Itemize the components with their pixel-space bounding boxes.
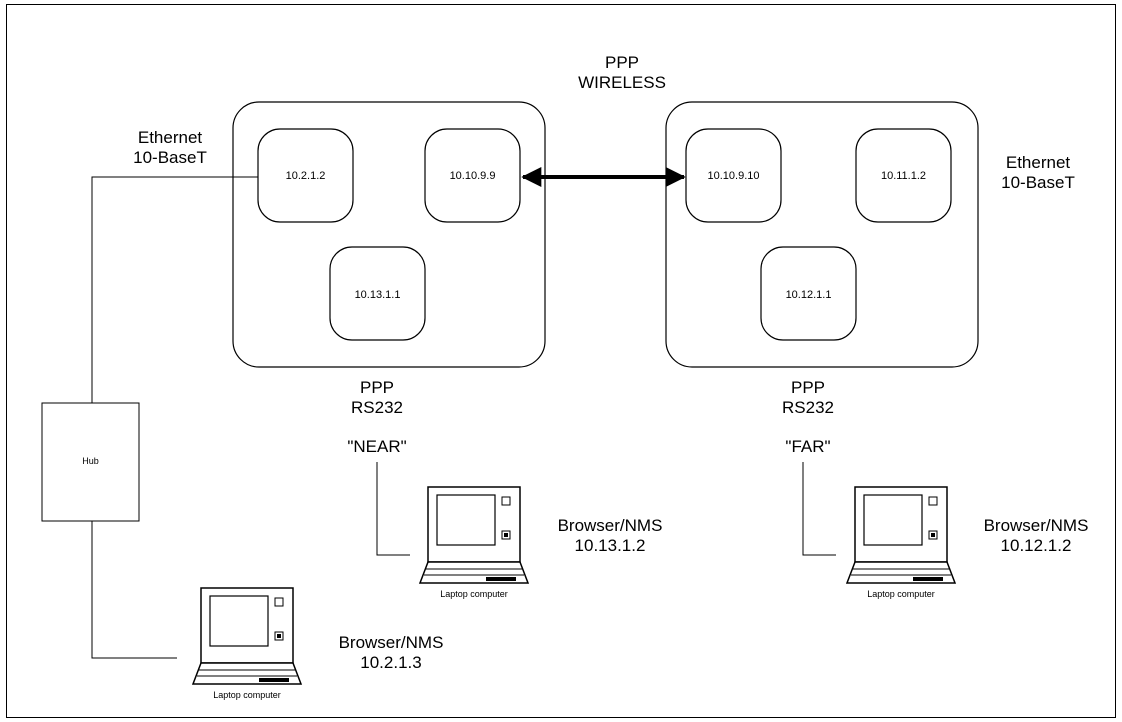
far-serial-label-line1: PPP: [790, 378, 826, 397]
laptop-caption-far: Laptop computer: [867, 589, 935, 599]
laptop-near-info: Browser/NMS 10.13.1.2: [550, 516, 670, 557]
far-serial-ip: 10.12.1.1: [785, 289, 832, 301]
ethernet-label-near: Ethernet 10-BaseT: [120, 128, 220, 169]
ethernet-label-far-line1: Ethernet: [1005, 153, 1071, 172]
laptop-hub-info: Browser/NMS 10.2.1.3: [331, 633, 451, 674]
near-serial-label-line2: RS232: [351, 398, 403, 418]
laptop-icon: [418, 486, 530, 584]
near-wireless-ip: 10.10.9.9: [449, 170, 496, 182]
far-serial-label: PPP RS232: [758, 378, 858, 419]
ethernet-label-near-line1: Ethernet: [137, 128, 203, 147]
ethernet-label-far-line2: 10-BaseT: [1001, 173, 1075, 193]
diagram-border: [6, 4, 1116, 718]
near-serial-label: PPP RS232: [327, 378, 427, 419]
far-eth-ip: 10.11.1.2: [880, 170, 927, 182]
near-serial-label-line1: PPP: [359, 378, 395, 397]
serial-cable-far: [802, 462, 836, 556]
laptop-caption-hub: Laptop computer: [213, 690, 281, 700]
laptop-near-ip: 10.13.1.2: [574, 536, 646, 556]
wireless-link-label-line2: WIRELESS: [578, 73, 666, 93]
far-port-eth: [855, 128, 952, 223]
far-port-wireless: [685, 128, 782, 223]
laptop-far-role: Browser/NMS: [983, 516, 1089, 535]
far-wireless-ip: 10.10.9.10: [707, 170, 760, 182]
laptop-far-ip: 10.12.1.2: [1000, 536, 1072, 556]
ethernet-cable-near: [91, 176, 258, 403]
ethernet-label-near-line2: 10-BaseT: [133, 148, 207, 168]
serial-cable-near: [376, 462, 410, 556]
hub-to-laptop-cable: [91, 521, 177, 659]
near-serial-ip: 10.13.1.1: [354, 289, 401, 301]
laptop-hub-role: Browser/NMS: [338, 633, 444, 652]
wireless-link-label-line1: PPP: [604, 53, 640, 72]
laptop-caption-near: Laptop computer: [440, 589, 508, 599]
near-port-serial: [329, 246, 426, 341]
hub-label: Hub: [82, 456, 99, 466]
laptop-far-info: Browser/NMS 10.12.1.2: [976, 516, 1096, 557]
ethernet-label-far: Ethernet 10-BaseT: [988, 153, 1088, 194]
near-device-name: "NEAR": [347, 437, 407, 456]
laptop-icon: [845, 486, 957, 584]
laptop-icon: [191, 587, 303, 685]
near-port-eth: [257, 128, 354, 223]
far-device-name: "FAR": [785, 437, 831, 456]
laptop-hub-ip: 10.2.1.3: [360, 653, 422, 673]
wireless-link-label: PPP WIRELESS: [557, 53, 687, 94]
near-eth-ip: 10.2.1.2: [285, 170, 326, 182]
far-serial-label-line2: RS232: [782, 398, 834, 418]
hub-box: [41, 402, 140, 522]
far-device-box: [665, 101, 979, 368]
near-port-wireless: [424, 128, 521, 223]
far-port-serial: [760, 246, 857, 341]
near-device-box: [232, 101, 546, 368]
laptop-near-role: Browser/NMS: [557, 516, 663, 535]
